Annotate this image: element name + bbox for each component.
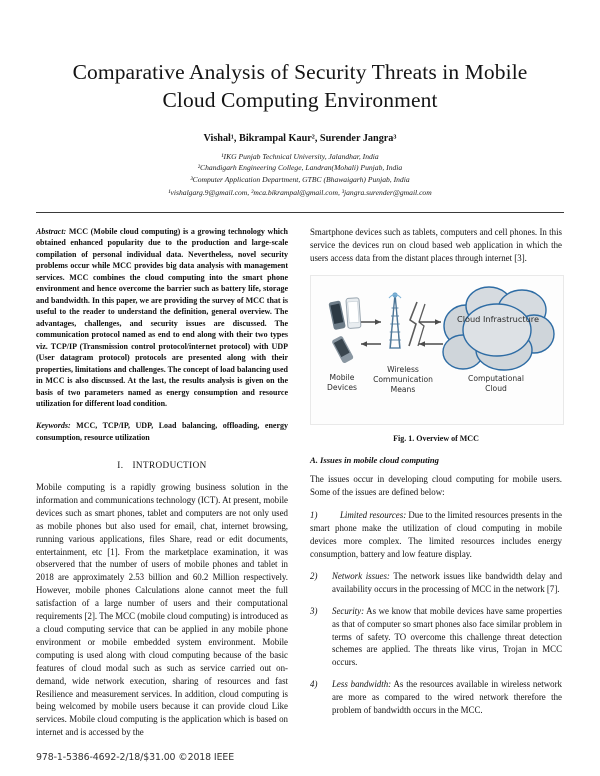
issue-item-2: 2) Network issues: The network issues lik… (310, 570, 562, 596)
abstract-label: Abstract: (36, 226, 67, 236)
issue-item-4: 4) Less bandwidth: As the resources avail… (310, 678, 562, 717)
issue-item-3: 3) Security: As we know that mobile devic… (310, 605, 562, 670)
keywords-label: Keywords: (36, 420, 71, 430)
label-wireless-line3: Means (391, 385, 416, 394)
abstract-paragraph: Abstract: MCC (Mobile cloud computing) i… (36, 226, 288, 410)
two-column-body: Abstract: MCC (Mobile cloud computing) i… (0, 213, 600, 739)
mcc-overview-diagram: Cloud Infrastructure Mobile Devices Wire… (311, 276, 563, 425)
issue-text-4: As the resources available in wireless n… (332, 679, 562, 716)
arrow-device-to-tower (361, 319, 381, 326)
author-emails: ¹vishalgarg.9@gmail.com, ²mca.bikrampal@… (168, 188, 432, 198)
issue-term-4: Less bandwidth: (332, 679, 392, 690)
issue-term-1: Limited resources: (340, 510, 407, 521)
figure-labels: Mobile Devices Wireless Communication Me… (327, 365, 524, 394)
cloud-infrastructure-label: Cloud Infrastructure (457, 314, 539, 324)
figure-overview-of-mcc: Cloud Infrastructure Mobile Devices Wire… (310, 275, 564, 426)
label-computational-line1: Computational (468, 374, 524, 383)
introduction-paragraph: Mobile computing is a rapidly growing bu… (36, 482, 288, 738)
label-mobile-devices-line1: Mobile (330, 373, 355, 382)
signal-link-icon (408, 302, 426, 347)
section-heading-introduction: I. INTRODUCTION (36, 460, 288, 470)
arrow-cloud-to-tower (419, 341, 443, 348)
issue-marker-2: 2) (310, 570, 318, 581)
abstract-text: MCC (Mobile cloud computing) is a growin… (36, 226, 288, 409)
copyright-footer: 978-1-5386-4692-2/18/$31.00 ©2018 IEEE (36, 752, 235, 763)
figure-caption: Fig. 1. Overview of MCC (393, 434, 479, 444)
label-wireless-line2: Communication (373, 375, 433, 384)
affiliation-2: ²Chandigarh Engineering College, Landran… (197, 163, 403, 173)
cloud-infrastructure-graphic: Cloud Infrastructure (442, 286, 555, 372)
issue-marker-1: 1) (310, 510, 318, 521)
issue-term-3: Security: (332, 605, 365, 616)
issue-marker-3: 3) (310, 605, 318, 616)
section-title: INTRODUCTION (132, 460, 207, 471)
issue-body-2: Network issues: The network issues like … (332, 570, 562, 596)
issue-term-2: Network issues: (332, 570, 390, 581)
arrow-tower-to-cloud (419, 319, 441, 326)
issue-body-4: Less bandwidth: As the resources availab… (332, 678, 562, 717)
author-list: Vishal¹, Bikrampal Kaur², Surender Jangr… (203, 132, 397, 144)
subsection-heading-a: A. Issues in mobile cloud computing (310, 455, 439, 466)
mobile-device-icons (328, 297, 362, 364)
header-divider (36, 211, 564, 213)
issue-text-3: As we know that mobile devices have same… (332, 605, 562, 668)
section-number: I. (117, 460, 124, 471)
affiliation-1: ¹IKG Punjab Technical University, Jaland… (221, 151, 379, 161)
issue-body-3: Security: As we know that mobile devices… (332, 605, 562, 670)
keywords-text: MCC, TCP/IP, UDP, Load balancing, offloa… (36, 420, 288, 442)
keywords-paragraph: Keywords: MCC, TCP/IP, UDP, Load balanci… (36, 420, 288, 443)
label-mobile-devices-line2: Devices (327, 383, 357, 392)
left-column: Abstract: MCC (Mobile cloud computing) i… (36, 226, 288, 739)
label-wireless-line1: Wireless (387, 365, 419, 374)
subsection-a-intro: The issues occur in developing cloud com… (310, 474, 562, 498)
page-title: Comparative Analysis of Security Threats… (72, 60, 528, 113)
right-column: Smartphone devices such as tablets, comp… (310, 226, 564, 717)
issue-marker-4: 4) (310, 679, 318, 690)
affiliation-block: ¹IKG Punjab Technical University, Jaland… (0, 144, 600, 199)
issue-text-1: Due to the limited resources presents in… (310, 510, 562, 559)
wireless-tower-icon (388, 292, 402, 350)
right-intro-paragraph: Smartphone devices such as tablets, comp… (310, 226, 562, 263)
issue-item-1: 1) Limited resources: Due to the limited … (310, 509, 562, 561)
arrow-tower-to-device (361, 341, 381, 348)
label-computational-line2: Cloud (485, 384, 507, 393)
affiliation-3: ³Computer Application Department, GTBC (… (190, 174, 410, 184)
issue-text-2: The network issues like bandwidth delay … (332, 570, 563, 594)
